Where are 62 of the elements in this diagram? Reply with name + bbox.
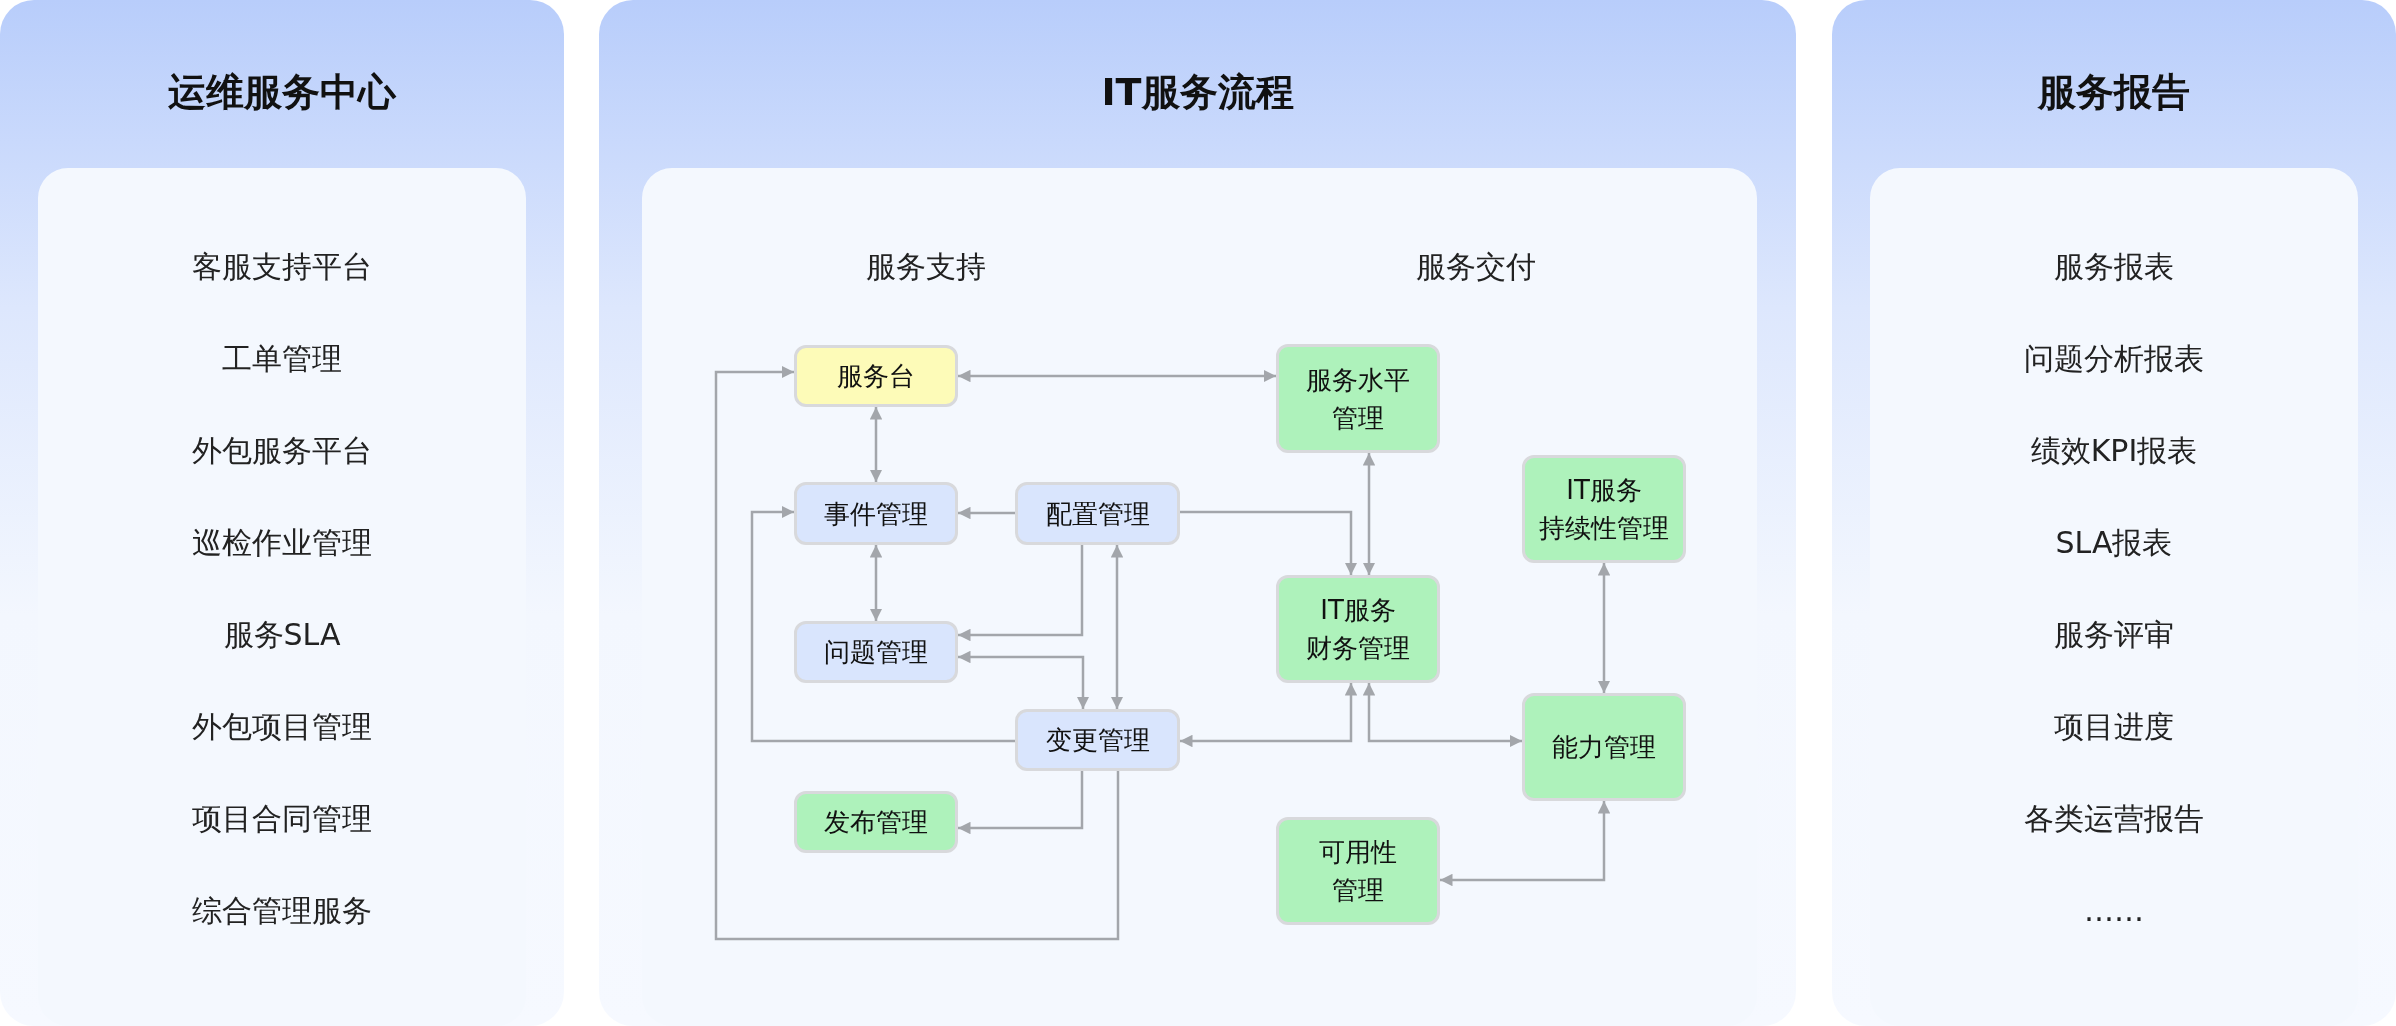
process-label: 服务台 xyxy=(837,360,915,393)
arrow xyxy=(1110,545,1124,709)
process-box xyxy=(1522,455,1686,563)
process-box xyxy=(794,621,958,683)
arrow xyxy=(958,650,1090,709)
column-heading: 服务交付 xyxy=(1416,248,1536,286)
list-item: 服务评审 xyxy=(2054,616,2174,654)
process-label: IT服务持续性管理 xyxy=(1539,474,1669,545)
panel-title: 运维服务中心 xyxy=(167,69,398,116)
arrow xyxy=(714,365,1120,941)
arrow xyxy=(958,369,1276,383)
process-label: 能力管理 xyxy=(1552,731,1656,764)
column-heading: 服务支持 xyxy=(866,248,986,286)
arrow xyxy=(958,545,1084,642)
arrow xyxy=(750,505,1015,743)
panel-card xyxy=(599,0,1796,1026)
arrow xyxy=(869,407,883,482)
list-item: 客服支持平台 xyxy=(192,248,372,286)
arrow xyxy=(1180,510,1358,575)
list-item: 服务SLA xyxy=(223,616,341,654)
list-item: 综合管理服务 xyxy=(192,892,372,930)
arrow xyxy=(1180,683,1358,748)
process-label: IT服务财务管理 xyxy=(1306,594,1410,665)
process-box xyxy=(794,791,958,853)
process-box xyxy=(1015,482,1180,545)
process-box xyxy=(1015,709,1180,771)
list-item: 工单管理 xyxy=(222,340,342,378)
process-box xyxy=(794,345,958,407)
arrow xyxy=(1597,563,1611,693)
list-item: 项目进度 xyxy=(2054,708,2174,746)
list-item: 绩效KPI报表 xyxy=(2030,432,2198,470)
arrow xyxy=(1362,683,1522,748)
arrow xyxy=(958,771,1084,835)
list-item: 外包服务平台 xyxy=(192,432,372,470)
arrow xyxy=(1362,453,1376,575)
panel-title: 服务报告 xyxy=(2036,69,2191,116)
process-box xyxy=(1276,575,1440,683)
process-label: 服务水平管理 xyxy=(1306,363,1410,435)
process-box xyxy=(1276,817,1440,925)
process-box xyxy=(1276,344,1440,453)
process-label: 可用性管理 xyxy=(1319,836,1397,907)
arrow xyxy=(958,506,1015,520)
list-item: …… xyxy=(2084,892,2144,930)
process-label: 变更管理 xyxy=(1045,724,1150,757)
list-item: 巡检作业管理 xyxy=(192,524,372,562)
process-label: 发布管理 xyxy=(824,806,928,839)
list-item: 各类运营报告 xyxy=(2024,800,2204,838)
list-item: SLA报表 xyxy=(2055,524,2173,562)
panel-card xyxy=(1832,0,2396,1026)
list-item: 外包项目管理 xyxy=(192,708,372,746)
process-label: 配置管理 xyxy=(1045,497,1150,531)
arrow xyxy=(1440,801,1611,887)
list-item: 项目合同管理 xyxy=(192,800,372,838)
list-item: 问题分析报表 xyxy=(2024,340,2204,378)
process-box xyxy=(1522,693,1686,801)
process-box xyxy=(794,482,958,545)
list-item: 服务报表 xyxy=(2054,248,2174,286)
panel-card xyxy=(0,0,564,1026)
process-label: 事件管理 xyxy=(824,497,928,531)
process-label: 问题管理 xyxy=(824,636,928,669)
panel-title: IT服务流程 xyxy=(1100,69,1295,116)
arrow xyxy=(869,545,883,621)
